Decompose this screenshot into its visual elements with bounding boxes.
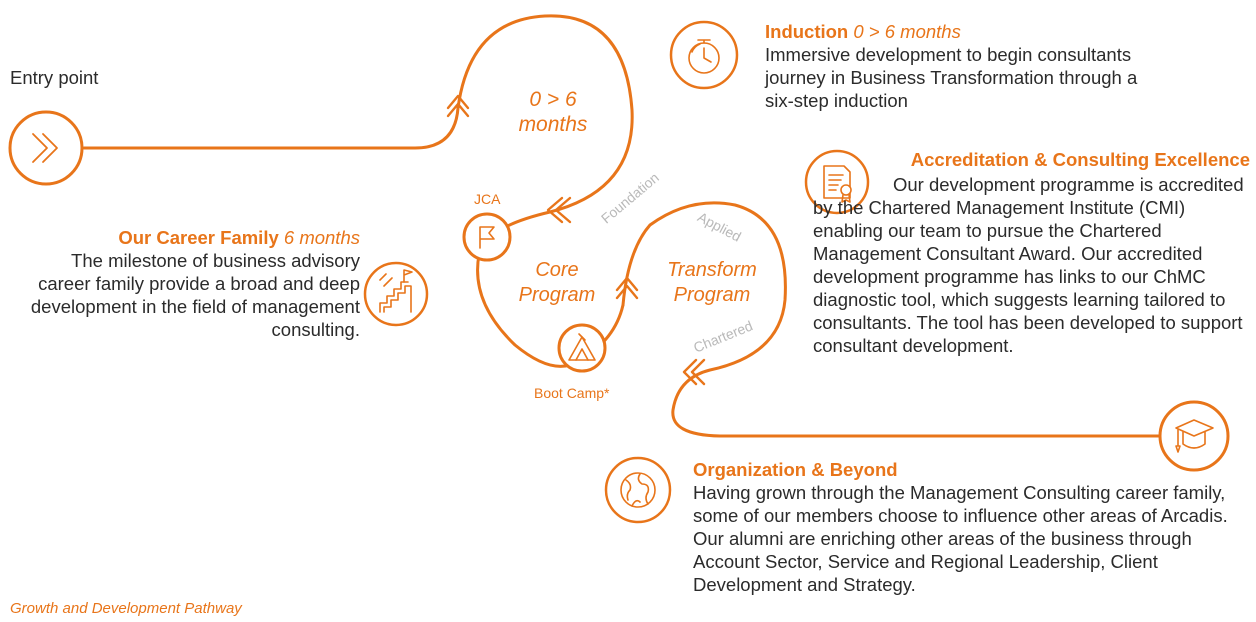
- chevron-up-1: [446, 94, 470, 118]
- graduation-cap-icon: [1175, 419, 1214, 453]
- career-icon-circle: [363, 261, 429, 327]
- globe-icon: [620, 472, 656, 508]
- footer-caption: Growth and Development Pathway: [10, 600, 242, 617]
- stairs-flag-icon: [379, 269, 413, 313]
- stopwatch-icon: [688, 39, 720, 74]
- jca-label: JCA: [474, 191, 501, 207]
- career-family-body: The milestone of business advisory caree…: [30, 250, 360, 340]
- accreditation-body: Our development programme is accredited …: [813, 174, 1244, 356]
- core-cycle-duration: 0 > 6 months: [518, 88, 588, 136]
- entry-path: [82, 14, 634, 214]
- core-program-label: Core Program: [518, 259, 596, 306]
- transform-loop-path: [621, 201, 1162, 438]
- boot-camp-label: Boot Camp*: [534, 385, 610, 401]
- globe-icon-circle: [604, 456, 672, 524]
- tent-icon: [568, 333, 596, 361]
- induction-title: Induction: [765, 21, 849, 42]
- certificate-icon: [823, 165, 852, 203]
- organization-body: Having grown through the Management Cons…: [693, 482, 1228, 595]
- induction-body: Immersive development to begin consultan…: [765, 44, 1138, 111]
- chevron-left-1: [546, 196, 572, 224]
- career-family-block: Our Career Family 6 months The milestone…: [30, 226, 360, 341]
- chevron-up-2: [615, 276, 639, 300]
- induction-duration: 0 > 6 months: [853, 21, 961, 42]
- chevron-left-2: [682, 358, 706, 386]
- chevrons-right-icon: [32, 133, 58, 163]
- induction-block: Induction 0 > 6 months Immersive develop…: [765, 20, 1155, 112]
- transform-program-label: Transform Program: [667, 259, 757, 306]
- organization-title: Organization & Beyond: [693, 459, 898, 480]
- career-family-title: Our Career Family: [118, 227, 279, 248]
- accreditation-icon-circle: [804, 149, 870, 215]
- jca-icon-circle: [462, 212, 512, 262]
- bootcamp-icon-circle: [557, 323, 607, 373]
- organization-block: Organization & Beyond Having grown throu…: [693, 458, 1238, 596]
- career-family-duration: 6 months: [283, 227, 360, 248]
- accreditation-title: Accreditation & Consulting Excellence: [910, 149, 1250, 170]
- entry-point-label: Entry point: [10, 67, 99, 88]
- flag-icon: [479, 226, 495, 249]
